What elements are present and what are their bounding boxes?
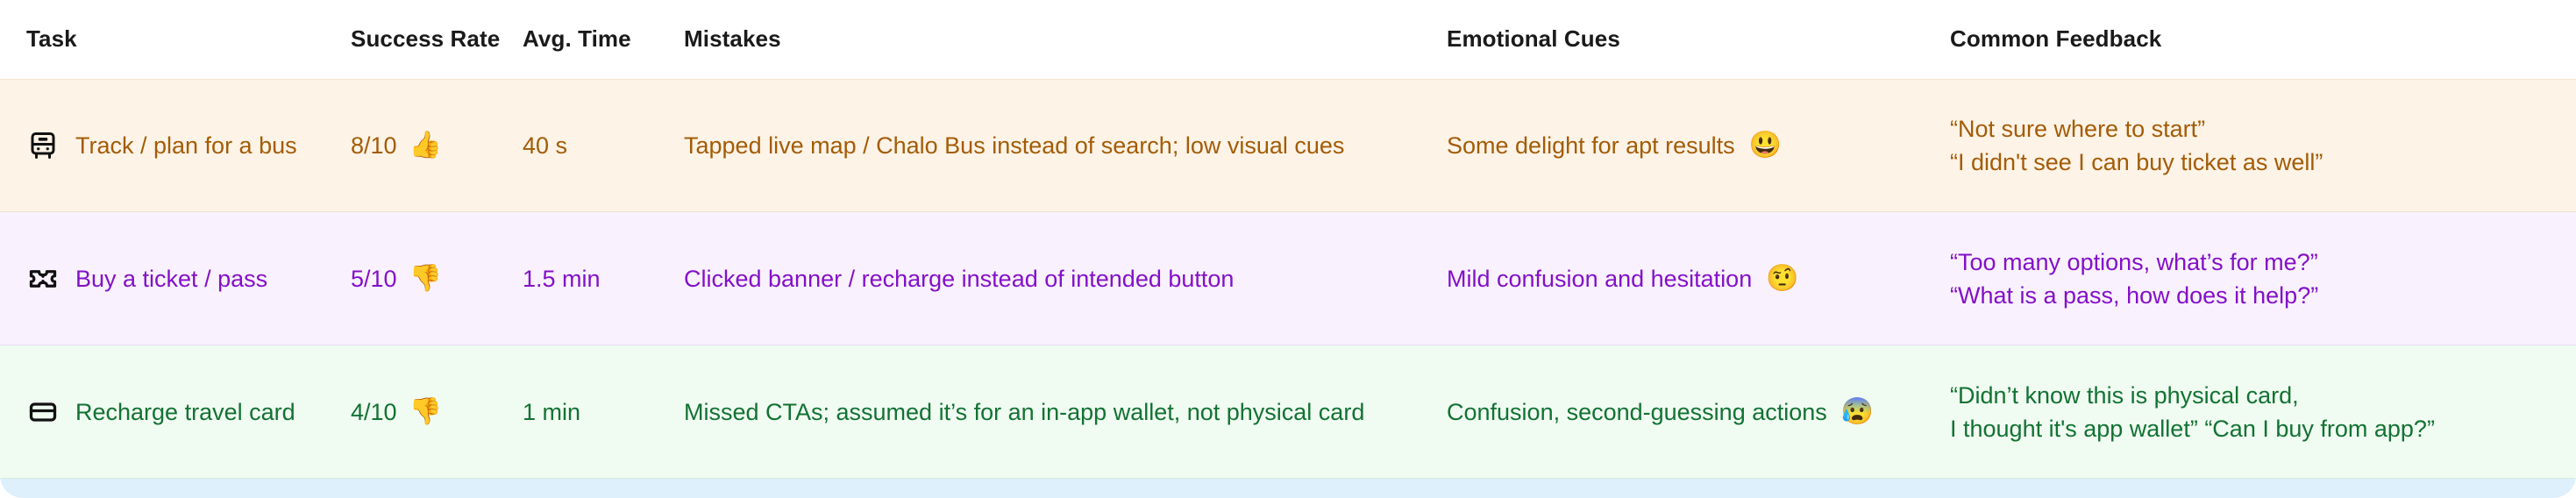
emotional-cues-cell: Visible frustration, unclear path 😭 bbox=[1447, 478, 1950, 498]
table-row: Buy a ticket / pass 5/10 👎 1.5 min Click… bbox=[0, 211, 2576, 345]
table-row: Book premium bus 2/10 👎 1.8 min Clicked … bbox=[0, 478, 2576, 498]
emotional-cue-label: Mild confusion and hesitation bbox=[1447, 265, 1753, 292]
avg-time-cell: 1.8 min bbox=[523, 478, 684, 498]
table-row: Recharge travel card 4/10 👎 1 min Missed… bbox=[0, 345, 2576, 479]
thumbs-up-emoji: 👍 bbox=[409, 130, 442, 160]
success-rate-value: 5/10 bbox=[351, 265, 397, 292]
emotional-cues-cell: Some delight for apt results 😃 bbox=[1447, 79, 1950, 212]
task-cell: Recharge travel card bbox=[0, 345, 351, 479]
task-label: Buy a ticket / pass bbox=[75, 265, 268, 292]
column-header-common-feedback: Common Feedback bbox=[1950, 0, 2576, 80]
mistakes-cell: Clicked banner / recharge instead of int… bbox=[684, 211, 1447, 345]
emotional-cue-label: Confusion, second-guessing actions bbox=[1447, 398, 1827, 425]
task-cell: Buy a ticket / pass bbox=[0, 211, 351, 345]
task-label: Track / plan for a bus bbox=[75, 132, 297, 159]
common-feedback-cell: “Didn’t know this is physical card, I th… bbox=[1950, 345, 2576, 479]
credit-card-icon bbox=[26, 395, 60, 429]
task-cell: Track / plan for a bus bbox=[0, 79, 351, 212]
thumbs-down-emoji: 👎 bbox=[409, 263, 442, 293]
table-header: Task Success Rate Avg. Time Mistakes Emo… bbox=[0, 0, 2576, 80]
success-rate-value: 8/10 bbox=[351, 132, 397, 159]
ticket-icon bbox=[26, 262, 60, 295]
thumbs-down-emoji: 👎 bbox=[409, 396, 442, 426]
grinning-face-emoji: 😃 bbox=[1748, 130, 1783, 160]
common-feedback-cell: “Not sure where to start” “I didn't see … bbox=[1950, 115, 2323, 175]
column-header-task: Task bbox=[0, 0, 351, 80]
mistakes-cell: Clicked search and got mixed results; cl… bbox=[684, 478, 1447, 498]
raised-eyebrow-face-emoji: 🤨 bbox=[1766, 263, 1799, 293]
mistakes-cell: Missed CTAs; assumed it’s for an in-app … bbox=[684, 345, 1447, 479]
table-body: Track / plan for a bus 8/10 👍 40 s Tappe… bbox=[0, 79, 2576, 498]
column-header-emotional-cues: Emotional Cues bbox=[1447, 0, 1950, 80]
avg-time-cell: 1 min bbox=[523, 345, 684, 479]
column-header-mistakes: Mistakes bbox=[684, 0, 1447, 80]
table-row: Track / plan for a bus 8/10 👍 40 s Tappe… bbox=[0, 79, 2576, 212]
task-cell: Book premium bus bbox=[0, 478, 351, 498]
emotional-cues-cell: Mild confusion and hesitation 🤨 bbox=[1447, 211, 1950, 345]
emotional-cues-cell: Confusion, second-guessing actions 😰 bbox=[1447, 345, 1950, 479]
success-rate-value: 4/10 bbox=[351, 398, 397, 425]
avg-time-cell: 1.5 min bbox=[523, 211, 684, 345]
bus-icon bbox=[26, 129, 60, 162]
avg-time-cell: 40 s bbox=[523, 132, 568, 159]
task-label: Recharge travel card bbox=[75, 398, 295, 425]
emotional-cue-label: Some delight for apt results bbox=[1447, 132, 1735, 159]
table-header-row: Task Success Rate Avg. Time Mistakes Emo… bbox=[0, 0, 2576, 80]
common-feedback-cell: “Too many options, what’s for me?” “What… bbox=[1950, 211, 2576, 345]
column-header-success-rate: Success Rate bbox=[351, 0, 523, 80]
success-rate-cell: 4/10 👎 bbox=[351, 345, 523, 479]
common-feedback-cell: “What is Chalo Bus?” “Is this premium or… bbox=[1950, 478, 2576, 498]
success-rate-cell: 5/10 👎 bbox=[351, 211, 523, 345]
success-rate-cell: 2/10 👎 bbox=[351, 478, 523, 498]
anxious-face-with-sweat-emoji: 😰 bbox=[1840, 396, 1875, 426]
mistakes-cell: Tapped live map / Chalo Bus instead of s… bbox=[684, 132, 1345, 159]
column-header-avg-time: Avg. Time bbox=[523, 0, 684, 80]
success-rate-cell: 8/10 👍 bbox=[351, 79, 523, 212]
